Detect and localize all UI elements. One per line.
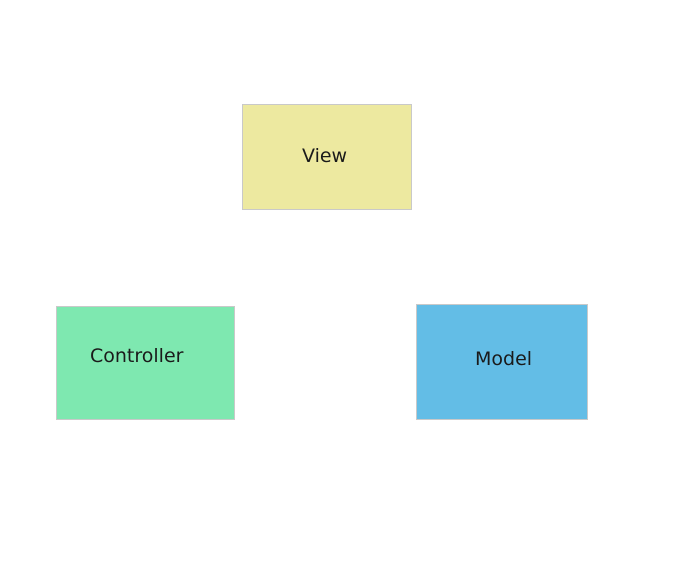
view-label: View	[302, 145, 348, 167]
model-box: Model	[416, 304, 588, 420]
controller-label: Controller	[90, 345, 184, 367]
view-box: View	[242, 104, 412, 210]
model-label: Model	[475, 348, 533, 370]
controller-box: Controller	[56, 306, 235, 420]
